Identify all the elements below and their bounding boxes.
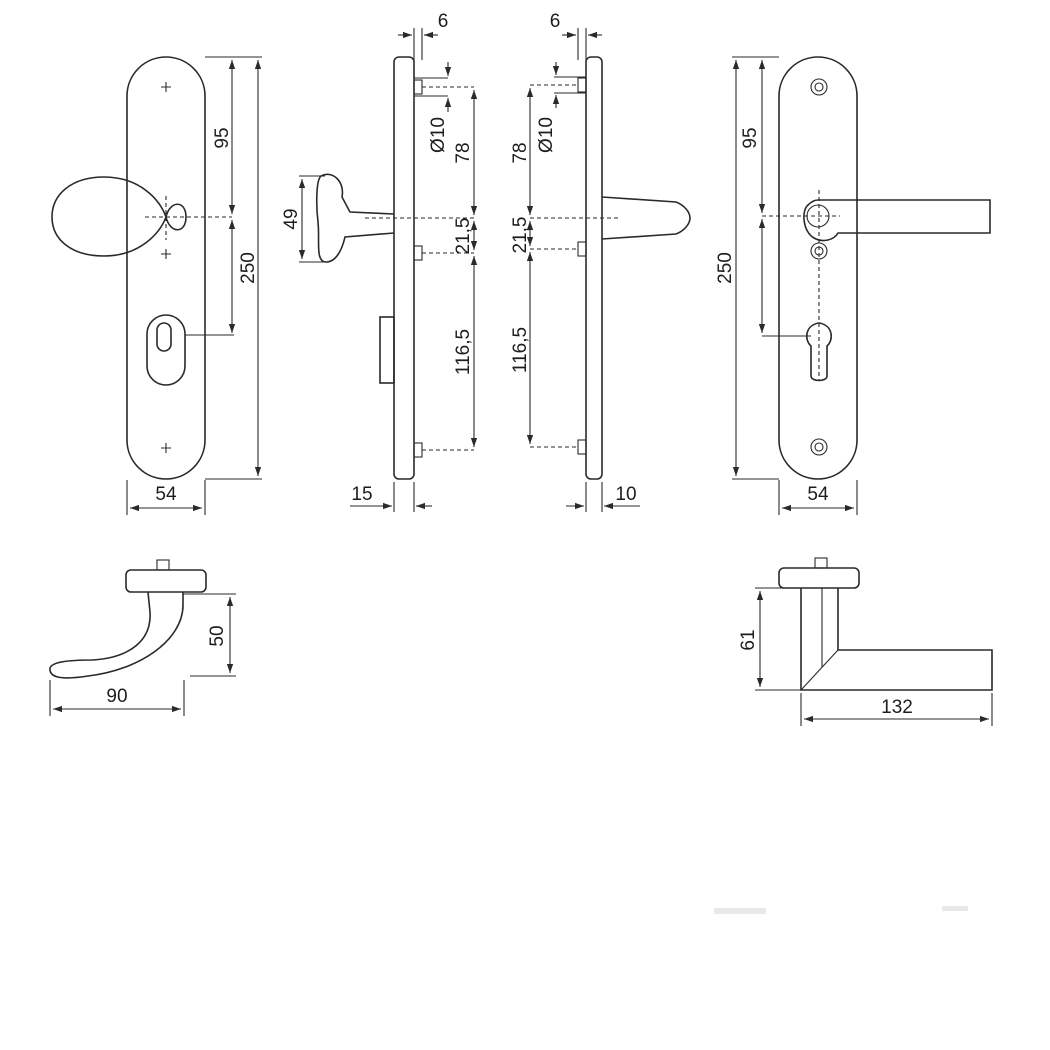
rose-knob xyxy=(125,569,207,593)
knob-backplate xyxy=(126,56,206,480)
dim-hole-lever-side: Ø10 xyxy=(536,117,557,153)
dim-length-straight-lever: 132 xyxy=(881,697,913,718)
dim-pitch-a-knob-side: 78 xyxy=(453,142,474,163)
dim-depth-knob-side: 15 xyxy=(351,484,372,505)
knob-grip xyxy=(51,176,187,257)
lock-tab xyxy=(379,316,395,384)
dim-total-lever: 250 xyxy=(715,252,736,284)
keyhole-profile xyxy=(805,322,833,382)
dim-pitch-a-lever-side: 78 xyxy=(510,142,531,163)
dim-top-lever-side: 6 xyxy=(550,11,561,32)
fixing-pins-lever-side xyxy=(577,77,587,455)
dim-upper-knob: 95 xyxy=(212,127,233,148)
dim-total-knob: 250 xyxy=(238,252,259,284)
dim-length-knob-lever: 90 xyxy=(106,686,127,707)
side-plate-knob xyxy=(393,56,415,480)
curved-grip xyxy=(49,591,184,679)
rose-lever xyxy=(778,567,860,589)
dim-pitch-b-knob-side: 21,5 xyxy=(453,218,474,255)
dim-depth-lever-side: 10 xyxy=(615,484,636,505)
fixing-pins-knob-side xyxy=(413,79,423,458)
dim-pitch-c-lever-side: 116,5 xyxy=(510,327,531,373)
top-straight-lever-view: 61 132 xyxy=(738,557,993,726)
dim-height-straight-lever: 61 xyxy=(738,629,759,650)
dim-pitch-c-knob-side: 116,5 xyxy=(453,329,474,375)
lever-handle xyxy=(803,199,991,242)
dim-hole-knob-side: Ø10 xyxy=(428,117,449,153)
dim-width-lever: 54 xyxy=(807,484,829,505)
knob-profile xyxy=(315,173,395,263)
front-lever-plate-view: 95 250 54 xyxy=(715,56,991,515)
dim-height-knob-lever: 50 xyxy=(207,625,228,646)
front-knob-plate-view: 95 250 54 xyxy=(51,56,262,515)
straight-grip xyxy=(800,588,993,691)
cylinder-hole xyxy=(156,322,172,352)
dim-knob-height: 49 xyxy=(281,208,302,229)
dim-width-knob: 54 xyxy=(155,484,177,505)
side-plate-lever xyxy=(585,56,603,480)
top-knob-lever-view: 50 90 xyxy=(49,559,236,716)
lever-profile xyxy=(601,196,691,240)
lever-backplate xyxy=(778,56,858,480)
side-lever-view: 6 Ø10 78 21,5 116,5 10 xyxy=(510,11,691,512)
dim-top-knob-side: 6 xyxy=(438,11,449,32)
screw-marks xyxy=(161,82,171,453)
dim-pitch-b-lever-side: 21,5 xyxy=(510,217,531,254)
side-knob-view: 49 6 Ø10 78 21,5 116,5 15 xyxy=(281,11,478,512)
dim-upper-lever: 95 xyxy=(740,127,761,148)
background-artifact xyxy=(942,906,968,911)
background-artifact xyxy=(714,908,766,914)
screw-heads xyxy=(810,78,828,456)
cylinder-escutcheon xyxy=(146,314,186,386)
